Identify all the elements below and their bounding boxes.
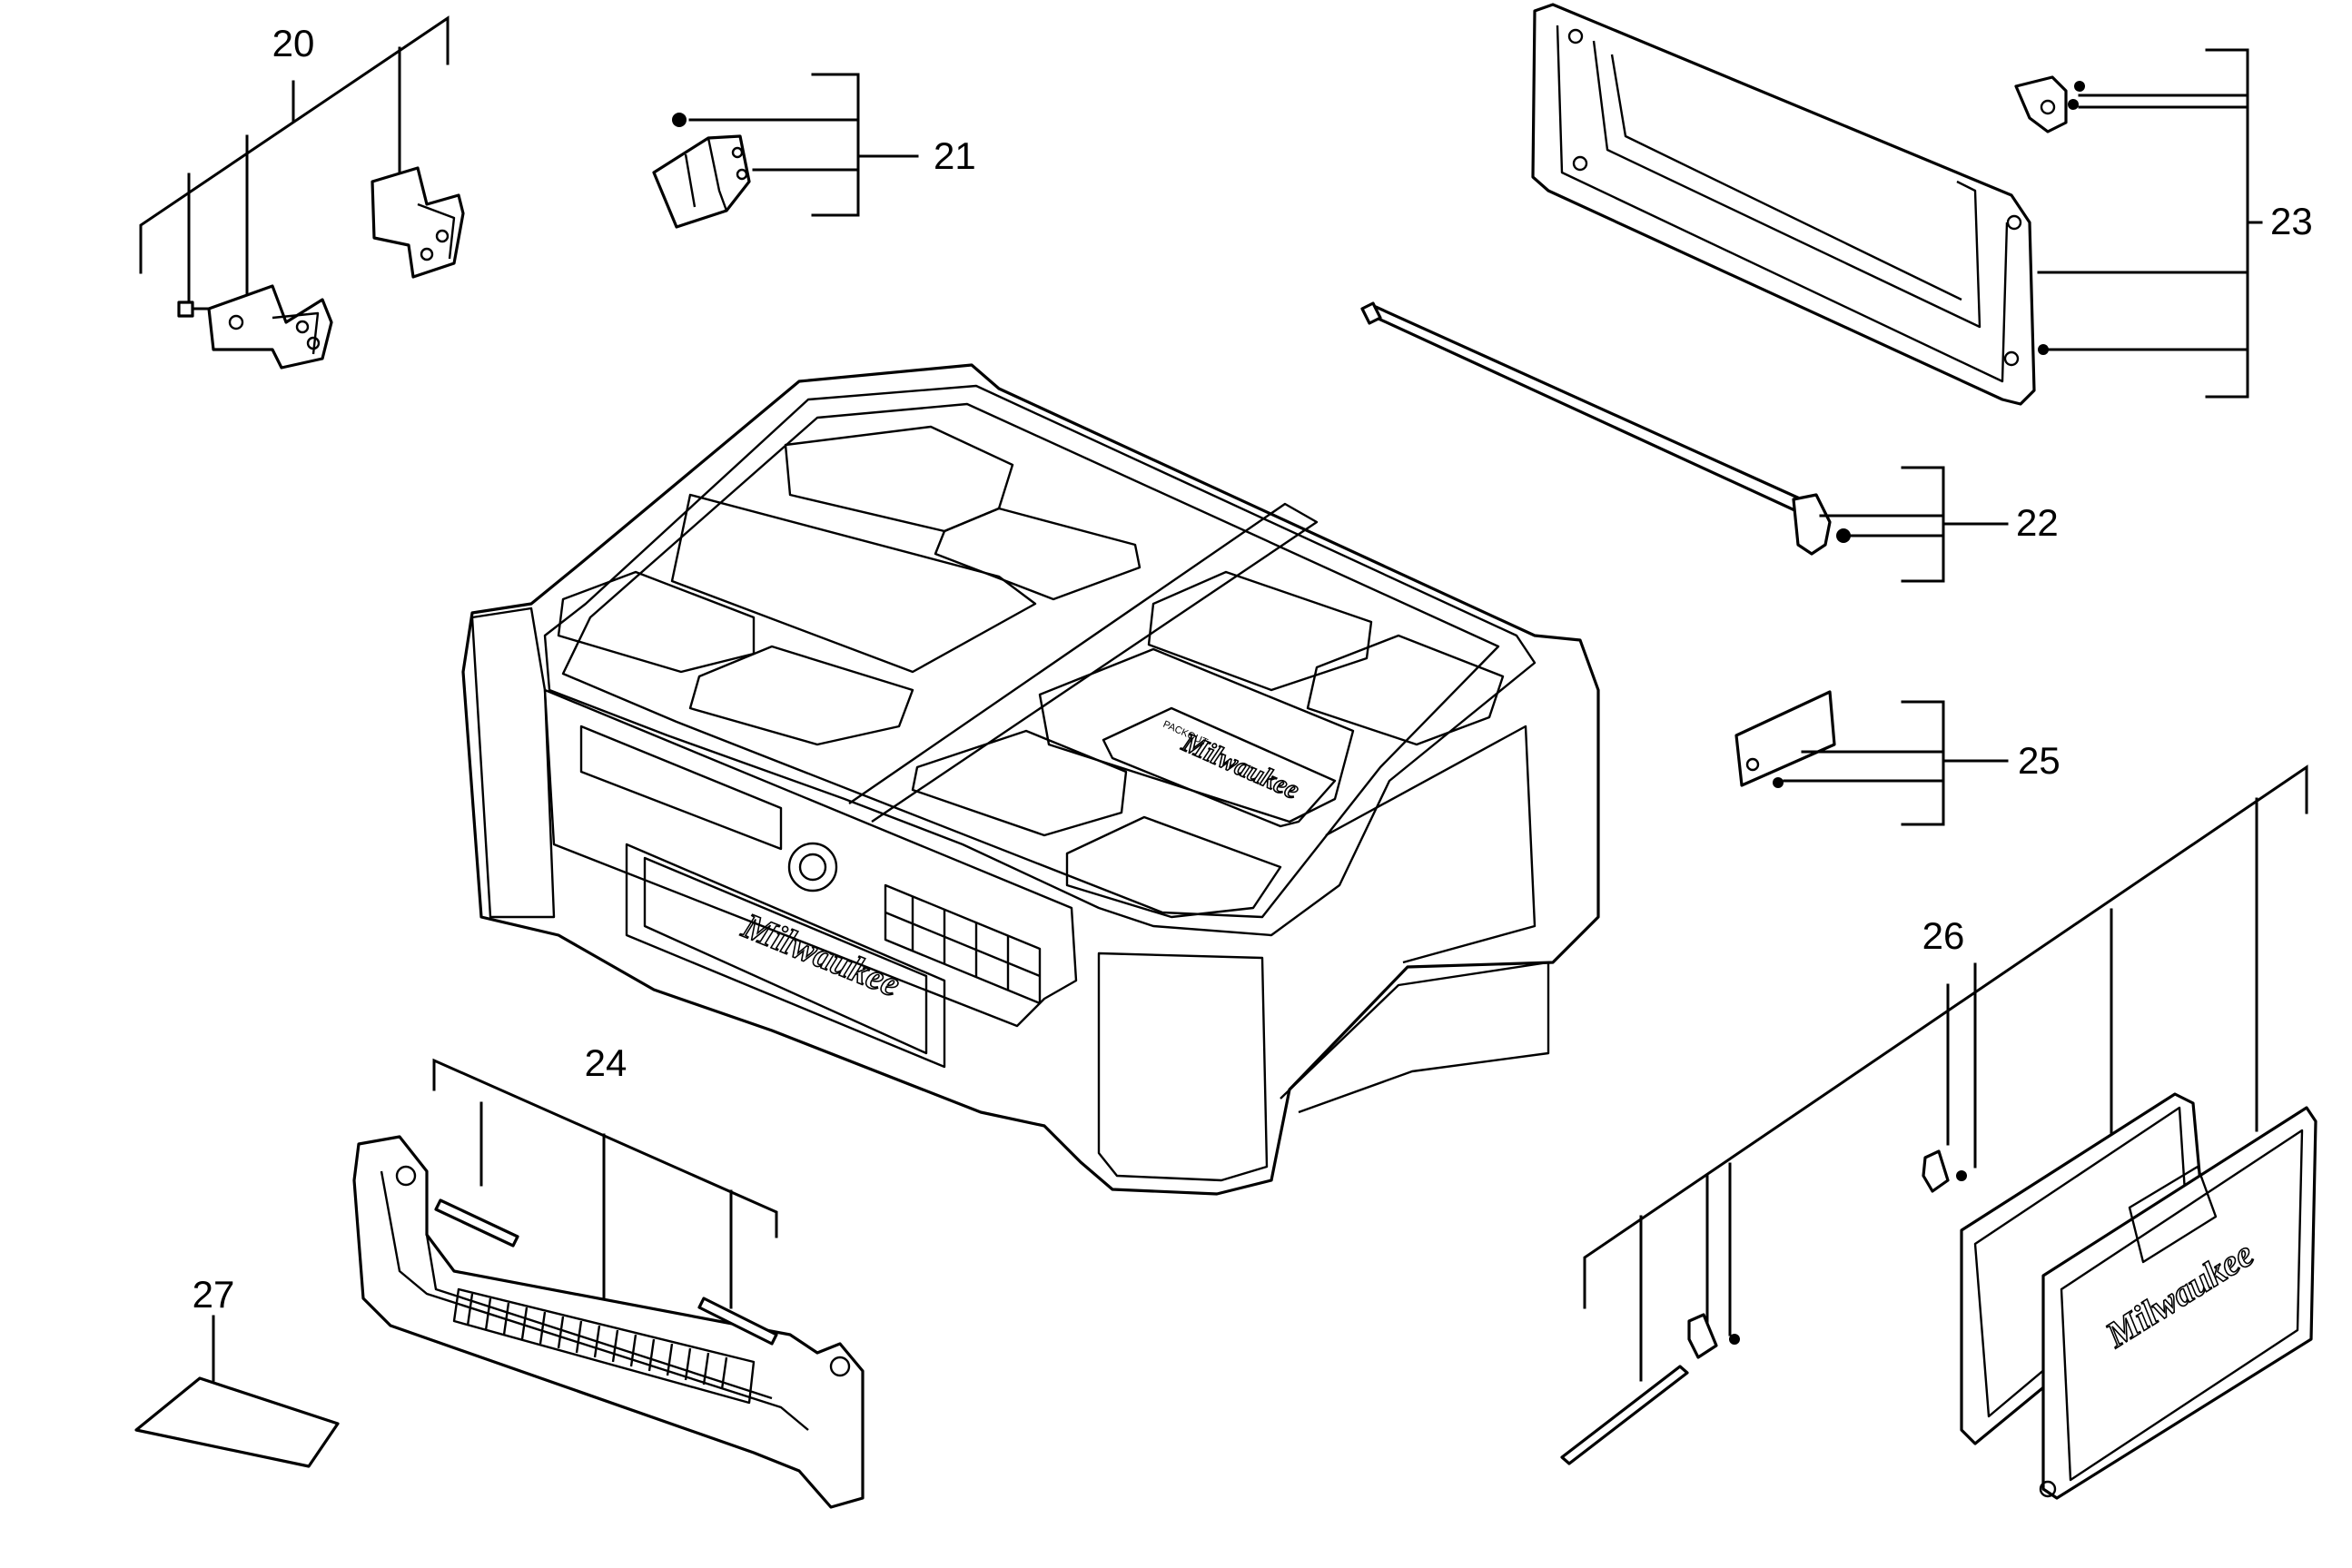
part-21-latch-block: 21 xyxy=(652,73,976,229)
callout-24-label: 24 xyxy=(585,1041,628,1084)
part-23-tray-lid: 23 xyxy=(1531,3,2313,406)
callout-20-label: 20 xyxy=(272,22,315,64)
callout-26-label: 26 xyxy=(1922,914,1965,957)
callout-25-label: 25 xyxy=(2018,739,2060,782)
part-24-carry-handle: 24 xyxy=(352,1041,865,1509)
callout-21-label: 21 xyxy=(934,134,976,177)
part-27-label-card: 27 xyxy=(134,1273,340,1468)
part-25-label-plate: 25 xyxy=(1734,690,2060,826)
part-26-drawer-door: Milwaukee 26 xyxy=(1560,764,2317,1500)
part-20-corner-brackets: 20 xyxy=(139,15,465,370)
callout-22-label: 22 xyxy=(2016,501,2059,544)
callout-27-label: 27 xyxy=(193,1273,235,1316)
part-22-hinge-rod: 22 xyxy=(1360,301,2059,583)
main-organizer-case: Milwaukee PACKOUT Milwaukee xyxy=(461,363,1600,1196)
callout-23-label: 23 xyxy=(2270,200,2313,242)
